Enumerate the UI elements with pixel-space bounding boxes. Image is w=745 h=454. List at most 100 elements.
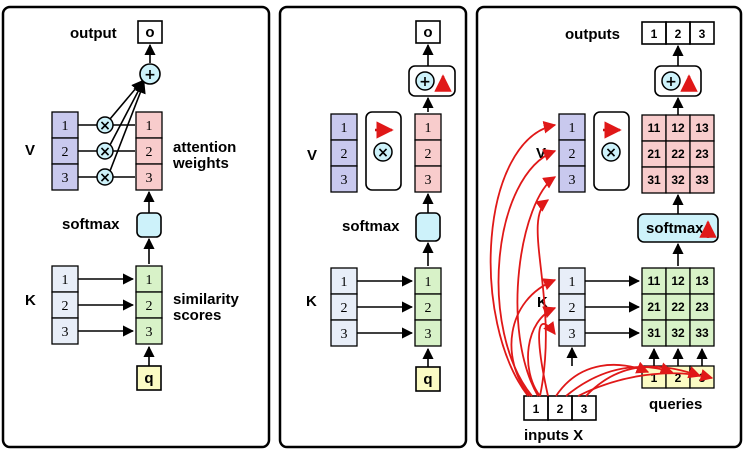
similarity-scores-label: scores [173, 307, 221, 324]
score-cell-label: 33 [695, 326, 709, 340]
keys-label: K [25, 292, 36, 309]
score-cell-label: 23 [695, 300, 709, 314]
attention-weights-label: weights [172, 155, 229, 172]
value-cell-label: 2 [62, 145, 69, 160]
query-symbol: q [423, 371, 432, 388]
outputs-label: outputs [565, 26, 620, 43]
weight-cell [641, 114, 667, 142]
keys-label: K [537, 294, 548, 311]
output-symbol: o [423, 24, 432, 41]
multiply-symbol: × [99, 118, 111, 134]
panel-self-attention: outputs 1 2 3 + V 1 2 3 × [475, 5, 743, 449]
panel-single-query-attention: output o + V 1 2 3 × × × 1 [1, 5, 271, 449]
input-cell-label: 1 [533, 402, 540, 416]
value-cell-label: 1 [569, 121, 576, 136]
score-cell-label: 3 [425, 327, 432, 342]
input-to-key-arrow [527, 306, 557, 397]
product-to-sum-arrow [109, 81, 146, 172]
key-cell [558, 319, 586, 347]
value-cell-label: 3 [341, 173, 348, 188]
output-box [415, 20, 441, 44]
key-cell-label: 1 [341, 275, 348, 290]
weight-cell [665, 166, 691, 194]
weight-cell [135, 163, 163, 191]
sum-icon [661, 71, 681, 91]
values-label: V [536, 145, 546, 162]
weight-cell [689, 114, 715, 142]
score-cell-label: 11 [648, 274, 661, 288]
score-cell-label: 31 [647, 326, 661, 340]
weight-cell-label: 2 [146, 145, 153, 160]
input-to-value-arrow [535, 199, 550, 397]
value-cell [558, 139, 586, 167]
score-cell [689, 319, 715, 347]
score-cell [414, 267, 442, 295]
key-cell-label: 3 [569, 327, 576, 342]
key-cell-label: 1 [569, 275, 576, 290]
output-cell-label: 3 [699, 27, 706, 41]
query-cell-label: 2 [675, 371, 682, 385]
weight-cell [665, 140, 691, 168]
output-box [137, 20, 163, 44]
output-cell [689, 21, 715, 45]
query-symbol: q [144, 370, 153, 387]
queries-label: queries [649, 396, 702, 413]
value-cell-label: 1 [62, 119, 69, 134]
multiply-symbol: × [99, 144, 111, 160]
softmax-label: softmax [646, 220, 704, 237]
panel-vectorized-attention: o + V 1 2 3 × 1 2 3 softmax K 1 2 3 [278, 5, 468, 449]
value-cell [51, 111, 79, 139]
attention-weights-label: attention [173, 139, 236, 156]
input-to-value-arrow [516, 176, 557, 397]
weight-cell-label: 22 [671, 147, 685, 161]
weight-cell-label: 32 [671, 173, 685, 187]
query-cell-label: 3 [699, 371, 706, 385]
weight-cell [414, 165, 442, 193]
keys-label: K [306, 293, 317, 310]
value-cell [558, 113, 586, 141]
softmax-box [415, 212, 441, 242]
input-to-key-arrow [510, 278, 557, 397]
weight-cell [641, 140, 667, 168]
softmax-box [136, 212, 162, 238]
score-cell-label: 1 [425, 275, 432, 290]
output-cell-label: 1 [651, 27, 658, 41]
score-cell [689, 267, 715, 295]
multiply-icon [96, 142, 114, 160]
multiply-symbol: × [99, 170, 111, 186]
score-cell [641, 319, 667, 347]
input-projection-arrows [489, 121, 714, 397]
output-symbol: o [145, 24, 154, 41]
key-cell-label: 2 [341, 301, 348, 316]
multiply-icon [601, 142, 621, 162]
score-cell-label: 2 [146, 299, 153, 314]
sum-symbol: + [419, 74, 431, 90]
value-cell-label: 3 [62, 171, 69, 186]
value-cell [558, 165, 586, 193]
input-to-query-arrow [585, 365, 702, 397]
score-cell-label: 3 [146, 325, 153, 340]
output-label: output [70, 25, 117, 42]
weight-cell-label: 1 [146, 119, 153, 134]
value-cell [330, 139, 358, 167]
key-cell-label: 1 [62, 273, 69, 288]
values-label: V [307, 147, 317, 164]
input-to-query-arrow [565, 362, 674, 397]
input-to-key-arrow [538, 321, 556, 397]
softmax-label: softmax [62, 216, 120, 233]
score-cell [135, 291, 163, 319]
sum-symbol: + [665, 74, 677, 90]
key-cell-label: 3 [62, 325, 69, 340]
similarity-scores-label: similarity [173, 291, 240, 308]
score-cell-label: 21 [647, 300, 661, 314]
multiply-icon [373, 142, 393, 162]
input-cell-label: 3 [581, 402, 588, 416]
weight-cell-label: 12 [671, 121, 685, 135]
key-cell [558, 293, 586, 321]
value-cell-label: 2 [569, 147, 576, 162]
score-cell-label: 13 [695, 274, 709, 288]
softmax-label: softmax [342, 218, 400, 235]
weight-cell-label: 21 [647, 147, 661, 161]
score-cell-label: 2 [425, 301, 432, 316]
